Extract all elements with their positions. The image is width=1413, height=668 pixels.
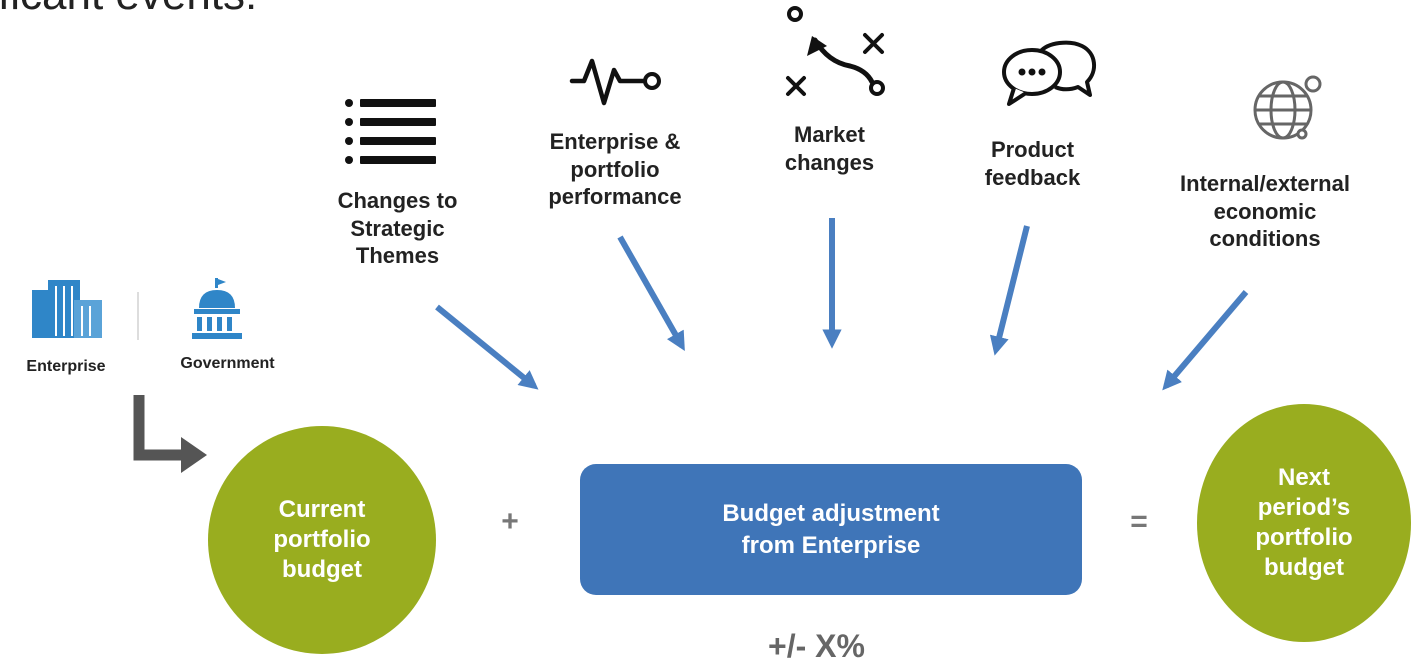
factor-label-product-feedback: Product feedback (984, 137, 1081, 190)
factor-label-market-changes: Market changes (784, 122, 875, 175)
list-icon (345, 99, 436, 164)
percent-adjustment-label: +/- X% (768, 628, 865, 664)
equals-sign: = (1130, 505, 1148, 538)
arrow-strategic-themes (435, 304, 539, 390)
current-budget-circle: Current portfolio budget (208, 426, 436, 654)
factor-label-performance: Enterprise & portfolio performance (548, 129, 682, 209)
arrow-economic-conditions (1162, 290, 1249, 391)
arrow-product-feedback (989, 225, 1030, 356)
strategy-play-icon (786, 6, 885, 96)
page-heading: ficant events: (0, 0, 257, 20)
elbow-arrow (133, 395, 207, 473)
next-budget-circle: Next period’s portfolio budget (1197, 404, 1411, 642)
government-building-icon (192, 278, 242, 339)
origin-divider (137, 292, 139, 340)
arrow-performance (617, 235, 685, 352)
enterprise-building-icon (32, 280, 102, 338)
government-label: Government (180, 355, 275, 372)
enterprise-label: Enterprise (26, 358, 106, 375)
globe-network-icon (1253, 75, 1322, 140)
budget-adjustment-box: Budget adjustment from Enterprise (580, 464, 1082, 595)
factor-label-economic-conditions: Internal/external economic conditions (1180, 171, 1350, 251)
plus-sign: + (501, 505, 519, 538)
heartbeat-icon (569, 58, 661, 106)
factor-label-strategic-themes: Changes to Strategic Themes (337, 188, 458, 268)
chat-bubbles-icon (1002, 40, 1096, 106)
